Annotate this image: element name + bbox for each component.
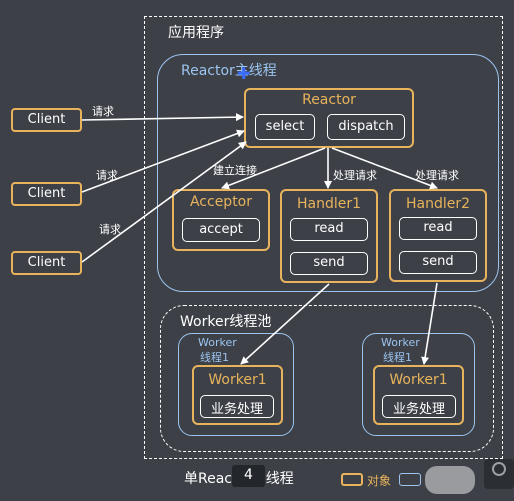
client-3-label: Client (27, 255, 66, 270)
request-label-3: 请求 (99, 223, 121, 236)
worker1-box-a (192, 365, 283, 425)
worker1-box-b (373, 365, 464, 425)
handler1-send (290, 252, 368, 275)
select-method (255, 114, 315, 140)
page-number-badge (232, 465, 265, 487)
client-3 (11, 251, 82, 275)
business-process-a (200, 395, 274, 418)
watermark (425, 466, 475, 494)
dispatch-method (327, 114, 405, 140)
handler2-title: Handler2 (405, 196, 471, 212)
worker-thread-1-line2: 线程1 (200, 351, 229, 364)
handler1-send-label: send (313, 255, 345, 270)
request-label-1: 请求 (92, 105, 114, 118)
lock-icon (492, 462, 506, 476)
reactor-box (244, 88, 414, 148)
business-process-label-b: 业务处理 (392, 402, 445, 417)
arrow-handler2-worker (421, 282, 438, 365)
accept-label: accept (199, 222, 243, 237)
handler1-read (290, 218, 368, 241)
reactor-thread-frame (157, 54, 499, 292)
handler1-box (280, 189, 378, 283)
arrow-client1-reactor (81, 113, 244, 122)
worker-thread-1-line1: Worker (198, 336, 237, 349)
business-process-b (382, 395, 456, 418)
request-label-2: 请求 (96, 169, 118, 182)
legend-thread-swatch (399, 473, 421, 486)
arrow-handler1-worker (240, 283, 330, 365)
worker-thread-2 (362, 333, 475, 436)
client-2-label: Client (27, 186, 66, 201)
arrow-reactor-acceptor (221, 147, 326, 190)
arrow-client2-reactor (81, 129, 245, 193)
arrow-reactor-handler2 (331, 147, 438, 190)
legend-object-label: 对象 (367, 474, 392, 488)
reactor-thread-label: Reactor主线程 (181, 63, 277, 79)
worker1-title-b: Worker1 (389, 372, 448, 388)
acceptor-box (172, 189, 270, 251)
business-process-label-a: 业务处理 (210, 402, 263, 417)
worker-thread-2-line1: Worker (381, 336, 420, 349)
handler2-read (399, 217, 477, 240)
client-1 (11, 108, 82, 132)
legend-object-swatch (341, 473, 363, 486)
reactor-title: Reactor (302, 92, 356, 108)
client-2 (11, 182, 82, 206)
handler1-title: Handler1 (296, 196, 362, 212)
application-title: 应用程序 (168, 25, 224, 41)
acceptor-title: Acceptor (189, 194, 253, 210)
select-label: select (265, 119, 305, 134)
handler2-box (389, 189, 487, 282)
worker-pool-frame (160, 305, 494, 452)
dispatch-label: dispatch (338, 119, 394, 134)
handler2-read-label: read (423, 220, 453, 235)
handler1-read-label: read (314, 221, 344, 236)
page-number: 4 (244, 467, 253, 483)
worker-thread-1 (178, 333, 294, 436)
worker-thread-2-line2: 线程1 (383, 351, 412, 364)
handler2-send-label: send (422, 254, 454, 269)
accept-method (182, 218, 260, 242)
client-1-label: Client (27, 112, 66, 127)
edge-label-handler2: 处理请求 (415, 169, 459, 182)
application-frame (144, 16, 503, 459)
worker-pool-label: Worker线程池 (180, 314, 272, 330)
arrow-client3-reactor (81, 141, 247, 263)
edge-label-acceptor: 建立连接 (213, 164, 257, 177)
handler2-send (399, 251, 477, 274)
edge-label-handler1: 处理请求 (333, 169, 377, 182)
cursor-icon: ✚ (237, 64, 251, 83)
worker1-title-a: Worker1 (208, 372, 267, 388)
